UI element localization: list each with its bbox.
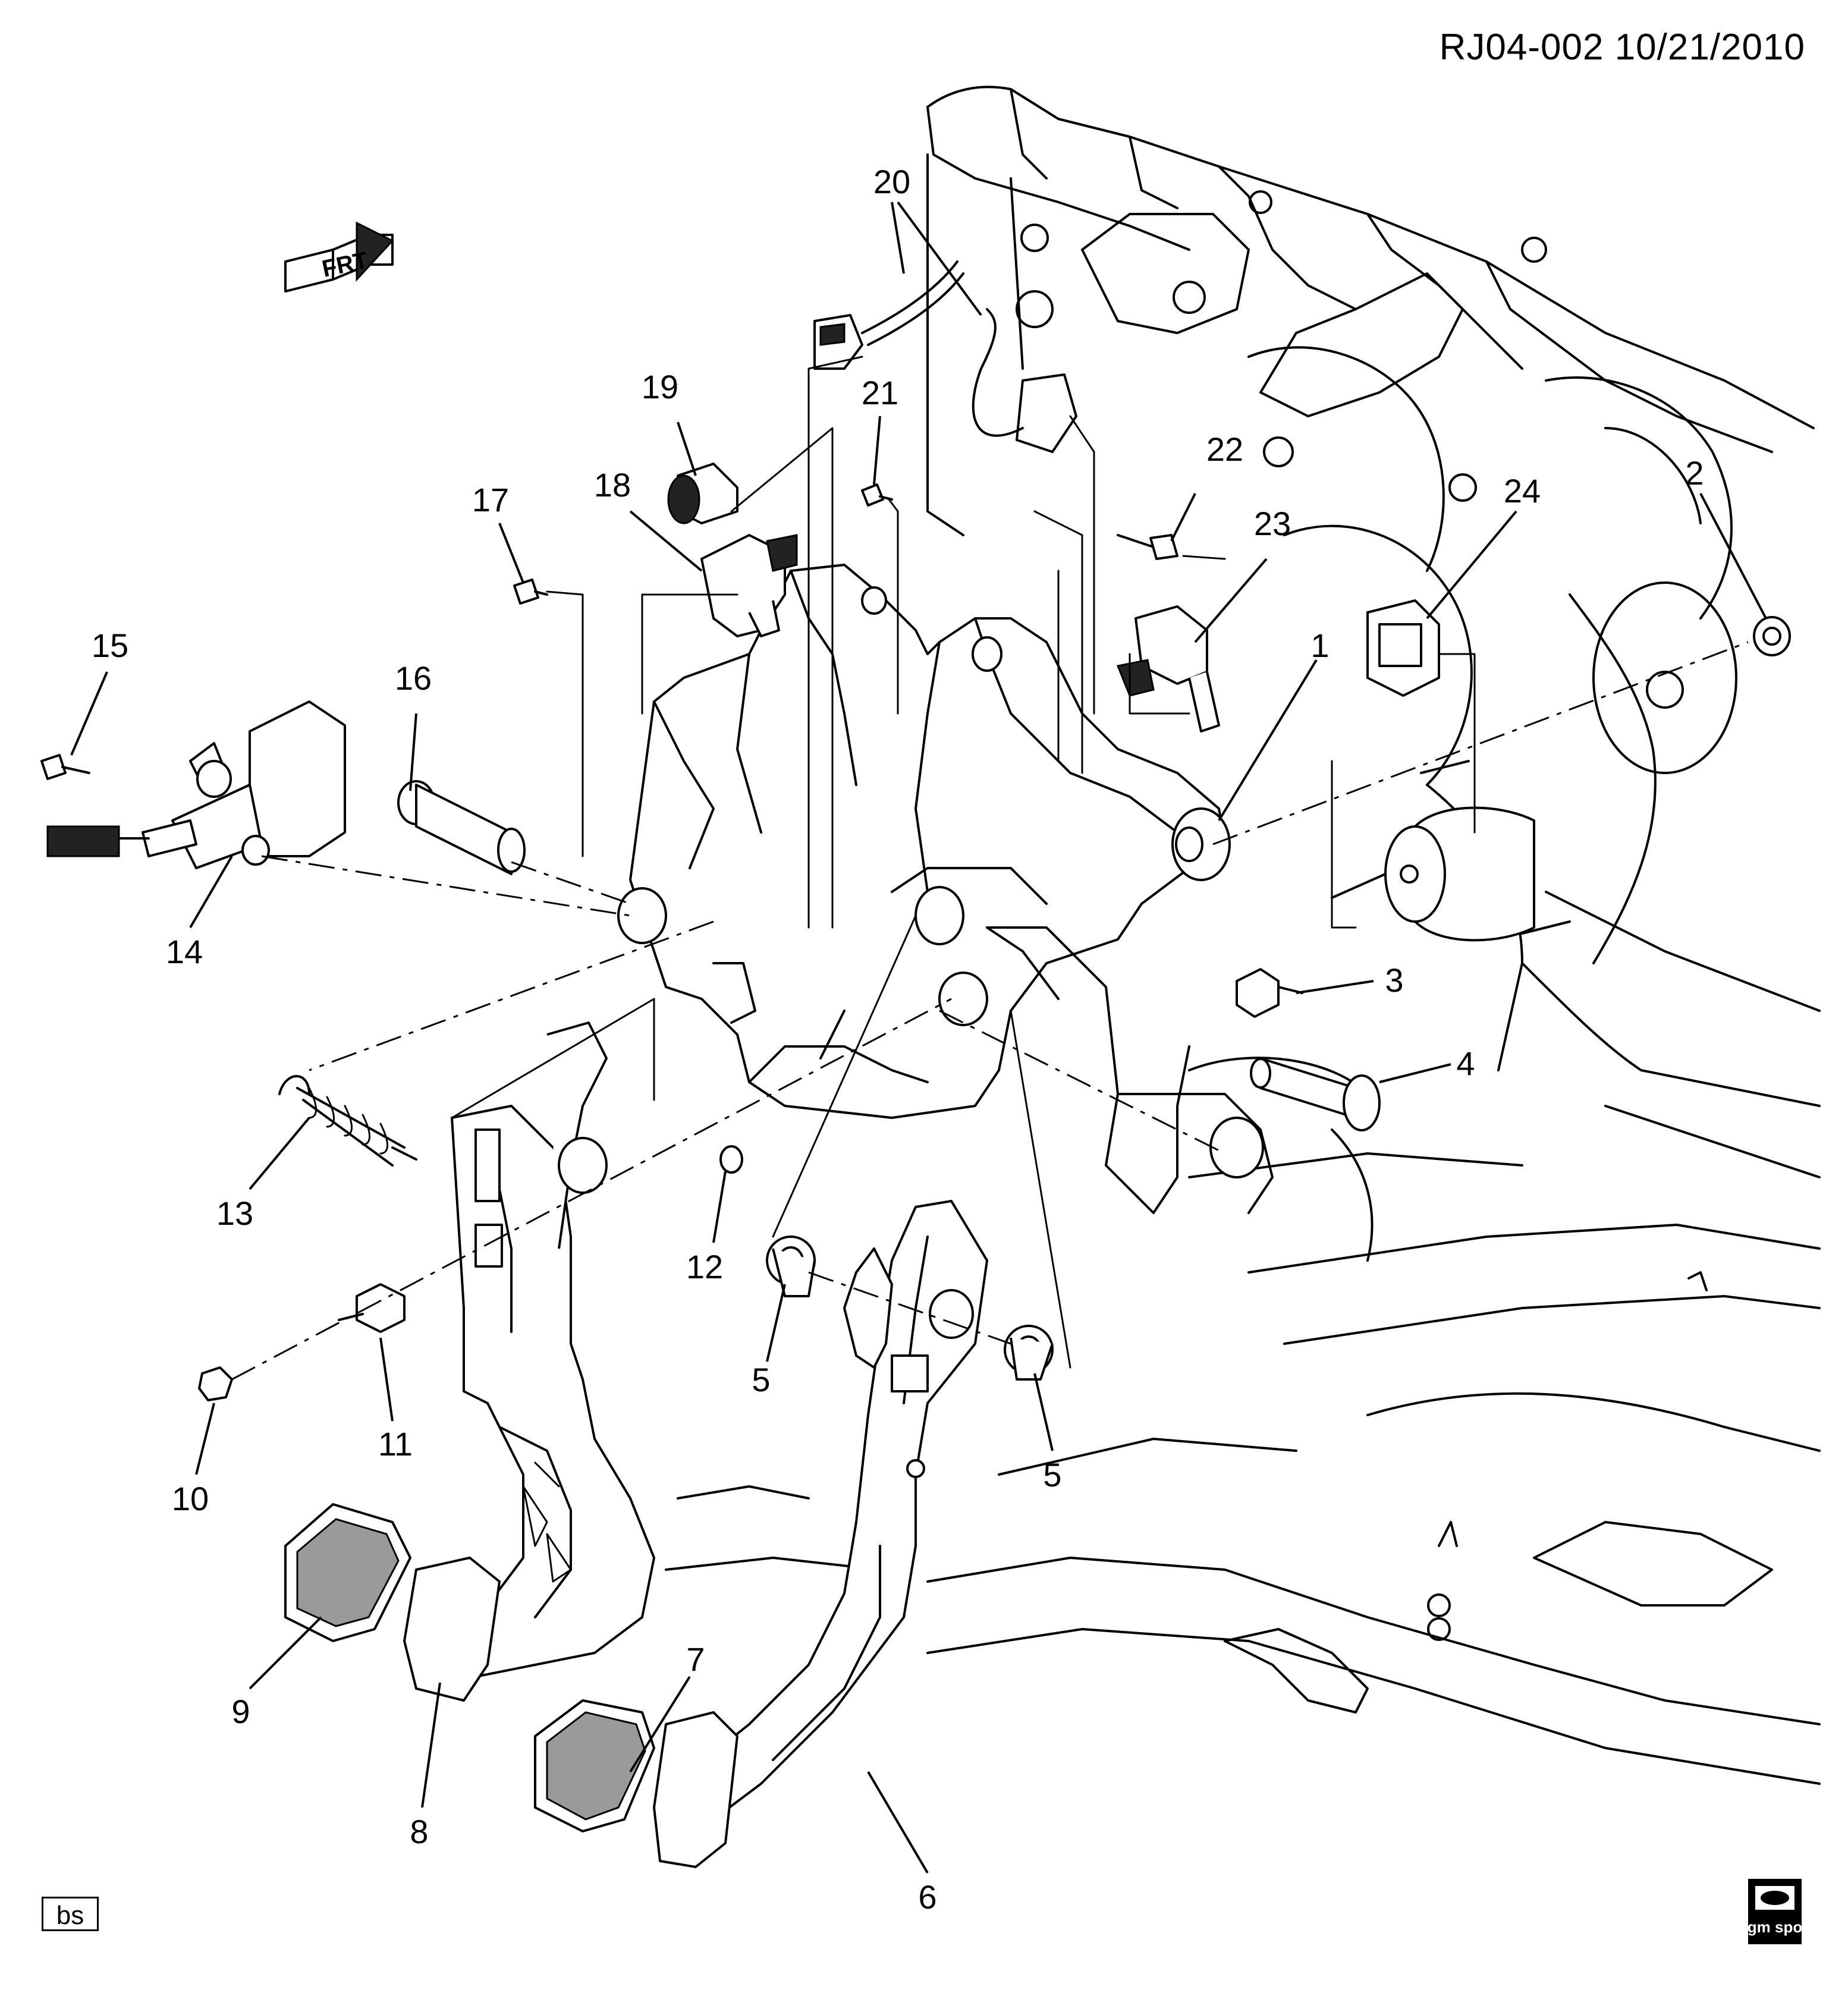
callout-22: 22 [1206, 430, 1243, 468]
callout-5b: 5 [1043, 1456, 1061, 1494]
pivot-shaft [397, 780, 526, 875]
callout-16: 16 [395, 659, 432, 697]
callout-leaders [70, 201, 1767, 1874]
diagram-code: RJ04-002 10/21/2010 [1439, 27, 1805, 68]
callout-6: 6 [918, 1878, 936, 1916]
pedal-bushings [766, 1236, 1054, 1381]
clutch-pedal-pad [284, 1503, 411, 1642]
callout-labels: 1 2 3 4 5 5 6 7 8 9 10 11 12 13 14 15 16… [92, 163, 1704, 1916]
brake-pedal [653, 1200, 988, 1868]
fasteners [40, 483, 1791, 1547]
clutch-pedal [403, 1021, 655, 1702]
callout-9: 9 [231, 1693, 250, 1730]
callout-10: 10 [172, 1480, 209, 1517]
bs-tag: bs [42, 1897, 99, 1931]
callout-24: 24 [1504, 472, 1541, 510]
callout-1: 1 [1310, 627, 1329, 664]
callout-23: 23 [1254, 505, 1291, 542]
brake-pedal-pad [534, 1699, 655, 1832]
callout-7: 7 [686, 1640, 705, 1678]
callout-13: 13 [216, 1194, 253, 1232]
sensor-components [667, 260, 1571, 942]
callout-8: 8 [410, 1813, 428, 1850]
assembly-lines [231, 356, 1749, 1381]
callout-18: 18 [594, 466, 631, 504]
callout-11: 11 [378, 1425, 413, 1463]
gm-spo-logo-icon: gm spo [1748, 1879, 1802, 1944]
clutch-master-cylinder [46, 700, 346, 869]
callout-21: 21 [862, 374, 898, 411]
vehicle-body-structure [665, 86, 1821, 1785]
callout-4: 4 [1456, 1045, 1475, 1082]
return-spring [278, 1075, 417, 1167]
callout-15: 15 [92, 627, 128, 664]
callout-20: 20 [873, 163, 910, 200]
callout-3: 3 [1385, 961, 1403, 999]
callout-14: 14 [166, 933, 203, 970]
gm-spo-logo-text: gm spo [1748, 1918, 1802, 1936]
callout-2: 2 [1685, 454, 1704, 492]
callout-5a: 5 [752, 1361, 770, 1398]
callout-12: 12 [686, 1248, 723, 1285]
callout-19: 19 [642, 368, 678, 405]
callout-17: 17 [472, 481, 509, 518]
front-arrow-icon: FRT [284, 221, 394, 293]
